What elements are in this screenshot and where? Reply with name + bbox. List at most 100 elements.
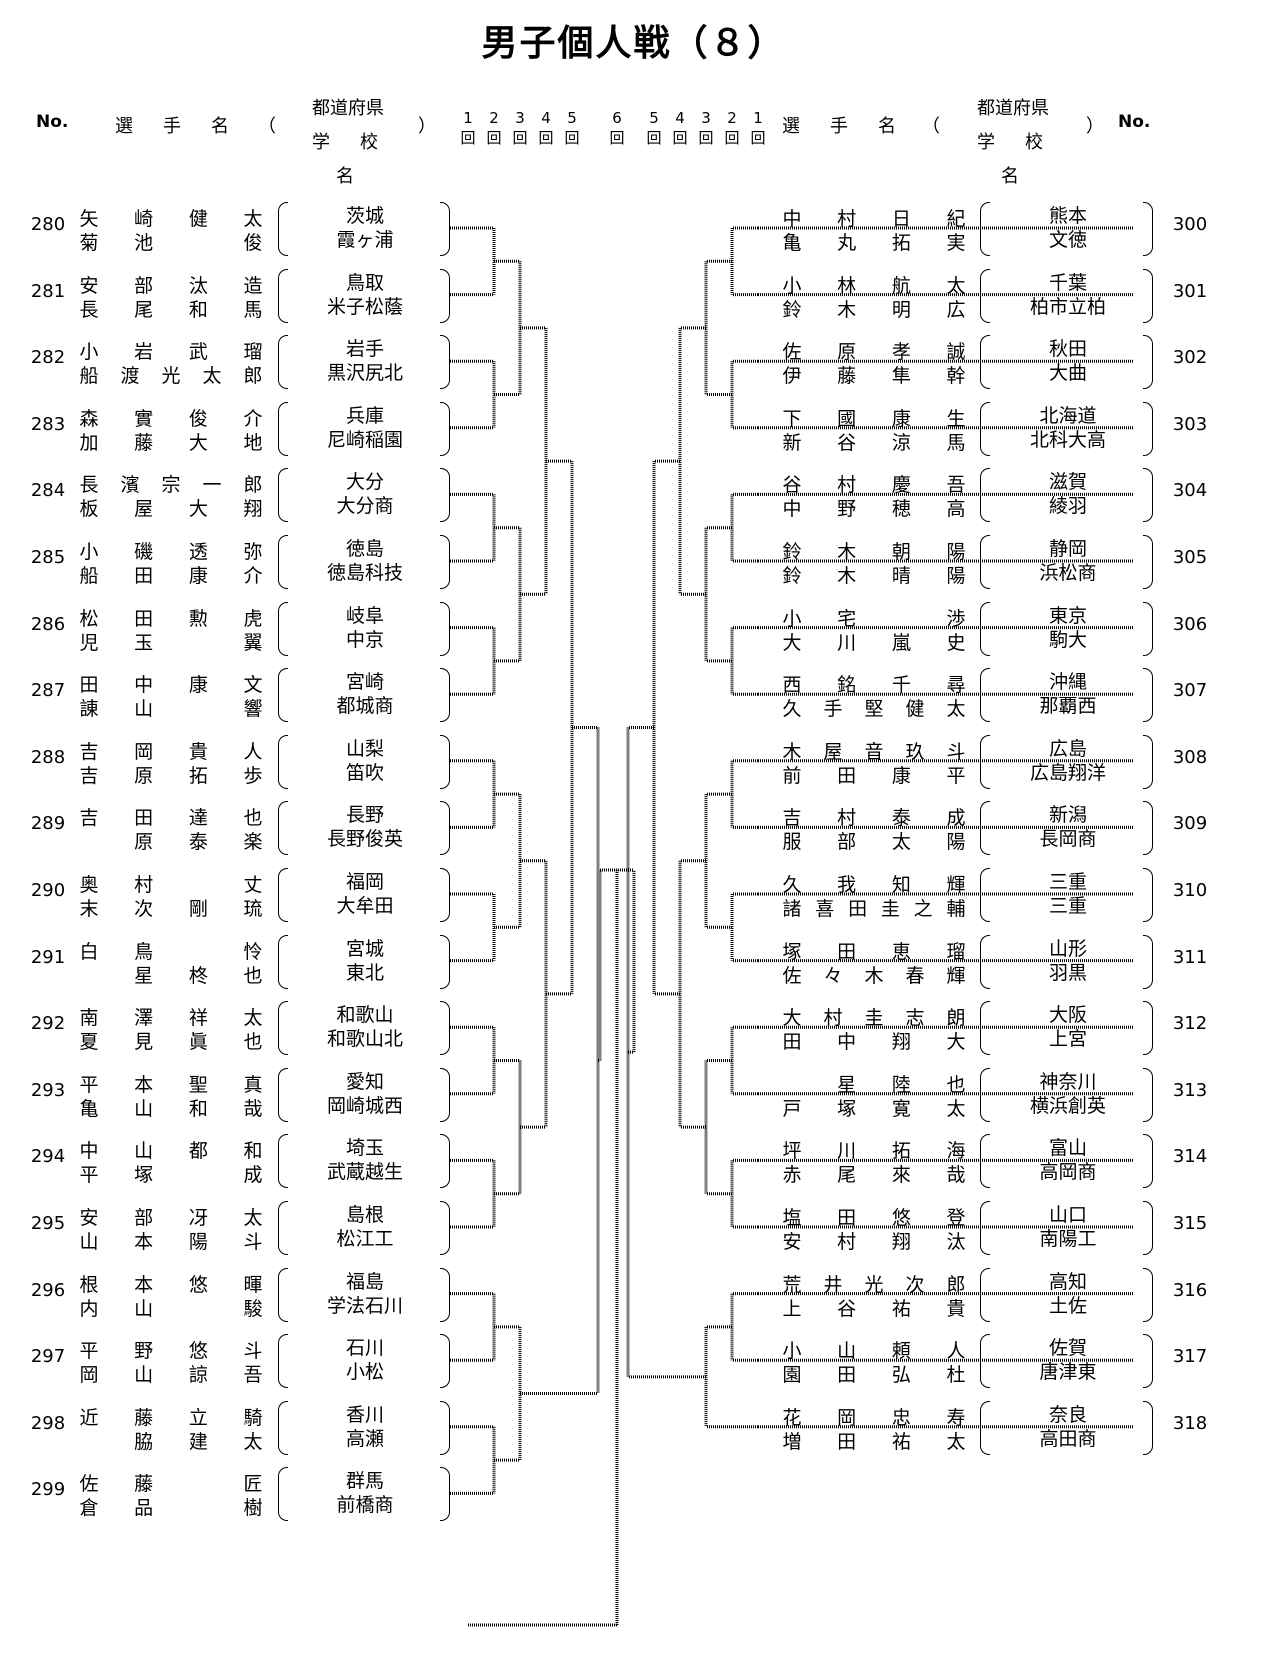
name-char: 根 — [79, 1273, 99, 1296]
entry-number: 298 — [30, 1412, 66, 1434]
name-char: 塩 — [782, 1207, 802, 1229]
name-char: 岡 — [837, 1406, 857, 1429]
name-char: 矢 — [79, 208, 99, 230]
player-2-name: 佐々木春輝 — [777, 961, 971, 987]
name-char: 澤 — [134, 1007, 154, 1030]
bracket-paren-open — [278, 1267, 288, 1322]
school: 那覇西 — [1039, 695, 1097, 718]
name-char: 海 — [946, 1140, 966, 1163]
name-char: 恵 — [891, 940, 911, 963]
name-char: 斗 — [946, 740, 966, 763]
player-2-name: 内山駿 — [74, 1294, 268, 1320]
name-char: 上 — [782, 1297, 802, 1320]
name-char: 日 — [891, 208, 911, 230]
name-char: 勲 — [188, 607, 208, 630]
prefecture-school: 群馬前橋商 — [300, 1469, 430, 1517]
player-2-name: 山本陽斗 — [74, 1227, 268, 1253]
entry-number: 291 — [30, 946, 66, 968]
name-char: 輝 — [946, 874, 966, 896]
prefecture: 福岡 — [345, 871, 384, 893]
name-char: 千 — [891, 674, 911, 697]
name-char: 山 — [79, 1231, 99, 1253]
prefecture: 秋田 — [1048, 338, 1087, 361]
prefecture-school: 高知土佐 — [1003, 1270, 1133, 1318]
player-2-name: 増田祐太 — [777, 1427, 971, 1453]
school: 南陽工 — [1039, 1228, 1097, 1250]
school: 柏市立柏 — [1029, 295, 1106, 318]
name-char: 喜 — [815, 898, 835, 920]
prefecture-school: 山口南陽工 — [1003, 1203, 1133, 1251]
prefecture-school: 千葉柏市立柏 — [1003, 271, 1133, 319]
prefecture: 宮崎 — [345, 671, 384, 694]
player-2-name: 久手堅健太 — [777, 694, 971, 721]
player-1-name: 根本悠暉 — [74, 1270, 268, 1296]
entry-number: 308 — [1172, 746, 1208, 768]
name-char: 立 — [188, 1406, 208, 1429]
prefecture: 福島 — [345, 1270, 384, 1293]
name-char: 陸 — [891, 1073, 911, 1096]
name-char: 小 — [79, 541, 99, 563]
school: 岡崎城西 — [326, 1094, 403, 1117]
prefecture: 島根 — [345, 1204, 384, 1226]
prefecture: 徳島 — [345, 538, 384, 560]
school: 長岡商 — [1039, 828, 1097, 851]
name-char: 堅 — [864, 698, 884, 721]
player-2-name: 上谷祐貴 — [777, 1294, 971, 1320]
name-char: 陽 — [946, 565, 966, 587]
name-char: 響 — [243, 698, 263, 721]
player-1-name: 安部汰造 — [74, 271, 268, 297]
name-char: 太 — [946, 1430, 966, 1453]
entry-number: 289 — [30, 813, 66, 835]
name-char: 田 — [79, 674, 99, 697]
player-1-name: 木屋音玖斗 — [777, 737, 971, 763]
name-char: 谷 — [782, 474, 802, 497]
player-1-name: 森實俊介 — [74, 404, 268, 430]
player-1-name: 小林航太 — [777, 271, 971, 297]
school-label: 学 校 名 — [977, 132, 1073, 187]
name-char: 吉 — [79, 807, 99, 830]
bracket-paren-open — [278, 601, 288, 656]
school: 三重 — [1048, 895, 1087, 917]
name-char: 郎 — [946, 1273, 966, 1296]
prefecture-school: 徳島徳島科技 — [300, 537, 430, 585]
prefecture-school: 秋田大曲 — [1003, 337, 1133, 385]
name-char: 成 — [243, 1164, 263, 1187]
school: 尼崎稲園 — [326, 428, 403, 451]
player-2-name: 大川嵐史 — [777, 628, 971, 654]
name-char: 村 — [134, 874, 154, 896]
player-2-name: 戸塚寛太 — [777, 1094, 971, 1120]
name-char: 森 — [79, 407, 99, 430]
player-2-name: 児玉翼 — [74, 628, 268, 654]
name-char: 安 — [79, 1207, 99, 1229]
name-char: 部 — [134, 1207, 154, 1229]
name-char: 原 — [837, 341, 857, 364]
name-char: 菊 — [79, 232, 99, 254]
name-char: 介 — [243, 407, 263, 430]
entry-number: 311 — [1172, 946, 1208, 968]
name-char: 俊 — [188, 407, 208, 430]
player-2-name: 亀丸拓実 — [777, 228, 971, 254]
name-char: 鈴 — [782, 541, 802, 563]
bracket-paren-open — [278, 934, 288, 989]
school: 高岡商 — [1039, 1161, 1097, 1184]
school: 上宮 — [1048, 1028, 1087, 1051]
name-char: 丸 — [837, 232, 857, 254]
name-char: 和 — [243, 1140, 263, 1163]
entry-number: 286 — [30, 613, 66, 635]
player-2-name: 夏見眞也 — [74, 1027, 268, 1053]
pref-label: 都道府県 — [312, 98, 384, 119]
name-char: 寛 — [891, 1097, 911, 1120]
name-char: 健 — [905, 698, 925, 721]
player-2-name: 服部太陽 — [777, 827, 971, 853]
name-char: 村 — [837, 1231, 857, 1253]
prefecture-school: 埼玉武蔵越生 — [300, 1136, 430, 1184]
name-char: 來 — [891, 1164, 911, 1187]
name-char: 小 — [782, 607, 802, 630]
prefecture-school: 和歌山和歌山北 — [300, 1003, 430, 1051]
name-char: 野 — [837, 498, 857, 521]
name-char: 朝 — [891, 541, 911, 563]
player-1-name: 矢崎健太 — [74, 204, 268, 230]
player-1-name: 塩田悠登 — [777, 1203, 971, 1229]
